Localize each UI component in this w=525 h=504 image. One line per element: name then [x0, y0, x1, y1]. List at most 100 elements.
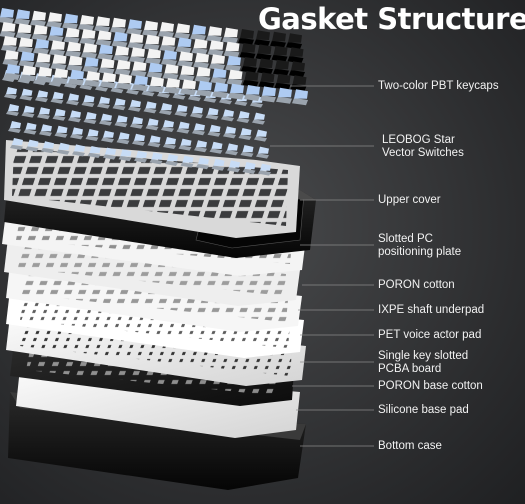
- keycap: [4, 64, 20, 80]
- switch: [87, 146, 101, 158]
- keycap: [178, 65, 195, 82]
- switch: [176, 121, 190, 134]
- label-poron-base-cotton: PORON base cotton: [378, 380, 483, 392]
- switch: [25, 139, 39, 152]
- keycap: [111, 31, 128, 48]
- keycap: [94, 16, 110, 33]
- keycap: [66, 55, 83, 72]
- label-poron-cotton: PORON cotton: [378, 279, 455, 291]
- keycap: [228, 83, 244, 100]
- keycap: [81, 43, 97, 59]
- switch: [145, 118, 159, 131]
- keycap: [207, 40, 224, 57]
- switch: [143, 101, 157, 114]
- keycap: [210, 68, 227, 85]
- keycap: [97, 44, 113, 61]
- keycap-layer: [0, 8, 308, 106]
- switch: [211, 158, 225, 171]
- keycap: [161, 50, 177, 66]
- keycap: [158, 22, 174, 38]
- keycap: [65, 41, 81, 58]
- keycap: [129, 47, 145, 64]
- keycap: [226, 69, 243, 86]
- switch: [194, 140, 207, 153]
- switch: [8, 121, 21, 133]
- keycap: [238, 29, 254, 45]
- label-pcba-board: Single key slotted PCBA board: [378, 350, 469, 375]
- switch: [178, 138, 192, 151]
- keycap: [49, 40, 65, 57]
- leader-lines: [270, 85, 374, 447]
- switch: [242, 162, 256, 174]
- switch: [174, 104, 188, 117]
- keycap: [78, 15, 94, 31]
- keycap: [18, 51, 35, 68]
- keycap: [194, 66, 211, 83]
- keycap: [34, 52, 51, 69]
- keycap: [146, 62, 163, 79]
- label-silicone-base-pad: Silicone base pad: [378, 404, 469, 416]
- keycap: [270, 31, 286, 48]
- keycap: [100, 72, 116, 89]
- switch: [97, 96, 110, 109]
- switch: [223, 126, 236, 139]
- keycap: [47, 26, 64, 43]
- keycap: [191, 38, 208, 55]
- switch: [132, 133, 145, 146]
- keycap: [2, 50, 19, 66]
- switch: [52, 108, 66, 121]
- keycap: [36, 66, 52, 83]
- keycap: [159, 36, 176, 52]
- keycap: [286, 33, 302, 50]
- keycap: [127, 33, 144, 50]
- keycap: [17, 37, 33, 54]
- switch: [256, 146, 269, 159]
- keycap: [271, 45, 288, 62]
- keycap: [225, 55, 241, 72]
- switch: [209, 141, 223, 154]
- keycap: [114, 59, 131, 76]
- switch: [112, 98, 126, 111]
- keycap: [126, 19, 142, 36]
- keycap: [0, 8, 14, 24]
- keycap: [223, 41, 240, 58]
- label-upper-cover: Upper cover: [378, 194, 441, 206]
- switch: [236, 111, 250, 123]
- keycap: [84, 71, 100, 87]
- keycap: [242, 71, 259, 87]
- keycap: [116, 73, 132, 90]
- switch: [68, 110, 81, 123]
- keycap: [196, 80, 212, 97]
- keycap: [241, 57, 257, 73]
- keycap: [62, 13, 78, 30]
- keycap: [274, 73, 291, 90]
- switch: [19, 88, 33, 101]
- keycap: [287, 47, 304, 64]
- keycap: [190, 24, 206, 41]
- switch: [4, 87, 17, 99]
- switch: [23, 122, 37, 135]
- keycap: [148, 76, 164, 93]
- keycap: [254, 30, 270, 47]
- switch: [81, 95, 95, 107]
- switch: [159, 103, 172, 115]
- keycap: [46, 12, 62, 29]
- keycap: [177, 51, 193, 68]
- keycap: [273, 59, 289, 76]
- keycap: [113, 45, 129, 62]
- switch: [190, 106, 203, 119]
- switch: [163, 137, 176, 149]
- keycap: [142, 20, 158, 37]
- switch: [54, 125, 68, 138]
- keycap: [290, 75, 307, 92]
- keycap: [143, 34, 160, 51]
- keycap: [292, 89, 308, 106]
- switch: [161, 120, 174, 132]
- keycap: [68, 69, 84, 86]
- switch: [221, 109, 234, 122]
- switch: [41, 141, 54, 154]
- switch: [225, 143, 238, 156]
- switch: [147, 135, 161, 148]
- keycap: [33, 38, 49, 55]
